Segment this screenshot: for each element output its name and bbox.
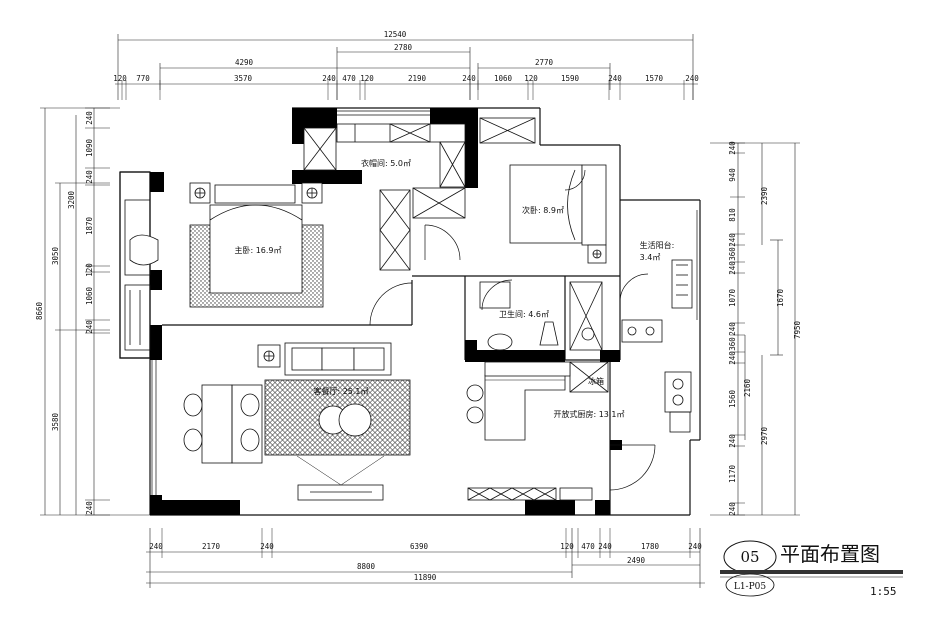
dim-left-span-a: 3200 [67, 190, 76, 209]
title-block: 05 平面布置图 L1-P05 1:55 [720, 540, 903, 598]
right-dimensions [710, 142, 800, 516]
label-kitchen: 开放式厨房: 13.1㎡ [553, 409, 624, 419]
dim-right-seg-3: 810 [728, 208, 737, 222]
label-balcony-area: 3.4㎡ [640, 253, 661, 262]
right-dimension-labels: 7950 1670 2390 2970 2160 240 940 810 240… [728, 141, 802, 516]
drawing-code: L1-P05 [734, 582, 767, 592]
dim-left-mid-upper: 3050 [51, 246, 60, 265]
label-master-bedroom: 主卧: 16.9㎡ [234, 245, 281, 255]
doors [369, 169, 656, 491]
dim-right-span-d: 2970 [760, 426, 769, 445]
left-dimensions [40, 107, 150, 516]
dim-bottom-seg-8: 1780 [641, 542, 660, 551]
dim-top-seg-2: 770 [136, 74, 150, 83]
dim-right-seg-11: 1560 [728, 389, 737, 408]
label-fridge: 冰箱 [588, 376, 604, 386]
left-dimension-labels: 8660 3050 3580 3200 240 1090 240 1870 12… [35, 111, 94, 515]
dim-bottom-seg-5: 120 [560, 542, 574, 551]
windows [151, 110, 698, 495]
label-bathroom: 卫生间: 4.6㎡ [499, 309, 549, 319]
dim-right-seg-8: 240 [728, 322, 737, 336]
dim-top-seg-14: 240 [685, 74, 699, 83]
dim-right-span-b: 1670 [776, 288, 785, 307]
dim-bottom-mid-right: 2490 [627, 556, 646, 565]
master-bed [209, 204, 303, 294]
dim-right-span-a: 2390 [760, 186, 769, 205]
dim-top-mid-center: 2780 [394, 43, 413, 52]
dim-top-seg-11: 1590 [561, 74, 580, 83]
dim-top-mid-right: 2770 [535, 58, 554, 67]
dim-bottom-seg-4: 6390 [410, 542, 429, 551]
dim-left-seg-8: 240 [85, 501, 94, 515]
dim-right-seg-2: 940 [728, 168, 737, 182]
title-number: 05 [740, 548, 759, 566]
dim-right-seg-5: 360 [728, 247, 737, 261]
dim-left-seg-6: 1060 [85, 286, 94, 305]
dim-bottom-seg-3: 240 [260, 542, 274, 551]
top-dimension-labels: 12540 4290 2780 2770 120 770 3570 240 47… [113, 30, 699, 83]
dim-top-seg-12: 240 [608, 74, 622, 83]
dim-bottom-total: 11890 [414, 573, 437, 582]
dim-right-seg-1: 240 [728, 141, 737, 155]
dim-bottom-seg-9: 240 [688, 542, 702, 551]
label-second-bedroom: 次卧: 8.9㎡ [522, 205, 564, 215]
dim-right-seg-12: 240 [728, 434, 737, 448]
dim-left-seg-2: 1090 [85, 138, 94, 157]
dim-left-seg-4: 1870 [85, 216, 94, 235]
dim-top-seg-7: 2190 [408, 74, 427, 83]
dim-bottom-seg-1: 240 [149, 542, 163, 551]
dim-bottom-seg-6: 470 [581, 542, 595, 551]
furniture [124, 117, 693, 501]
dim-bottom-mid-left: 8800 [357, 562, 376, 571]
dim-top-seg-5: 470 [342, 74, 356, 83]
dim-right-seg-4: 240 [728, 233, 737, 247]
dim-top-seg-8: 240 [462, 74, 476, 83]
dim-left-seg-5: 120 [85, 263, 94, 277]
dim-top-seg-9: 1060 [494, 74, 513, 83]
dim-left-seg-7: 240 [85, 320, 94, 334]
dim-top-seg-13: 1570 [645, 74, 664, 83]
drawing-scale: 1:55 [870, 585, 897, 598]
dim-right-seg-6: 240 [728, 261, 737, 275]
drawing-title: 平面布置图 [780, 542, 880, 566]
top-dimensions [115, 34, 698, 100]
title-code-oval [725, 573, 775, 597]
dim-top-seg-4: 240 [322, 74, 336, 83]
dim-left-mid-lower: 3580 [51, 412, 60, 431]
bottom-dimensions [146, 528, 705, 588]
title-underline-thick [720, 570, 903, 574]
dim-right-seg-13: 1170 [728, 464, 737, 483]
dim-left-seg-3: 240 [85, 170, 94, 184]
dim-top-total: 12540 [384, 30, 407, 39]
dim-bottom-seg-2: 2170 [202, 542, 221, 551]
dim-top-seg-1: 120 [113, 74, 127, 83]
dim-left-total: 8660 [35, 301, 44, 320]
bottom-dimension-labels: 240 2170 240 6390 120 470 240 1780 240 8… [149, 542, 702, 582]
dim-right-seg-10: 240 [728, 351, 737, 365]
dim-right-span-c: 2160 [743, 378, 752, 397]
room-labels: 主卧: 16.9㎡ 衣帽间: 5.0㎡ 次卧: 8.9㎡ 生活阳台: 3.4㎡ … [234, 158, 674, 419]
label-walkin-closet: 衣帽间: 5.0㎡ [361, 158, 411, 168]
dim-bottom-seg-7: 240 [598, 542, 612, 551]
dim-top-seg-6: 120 [360, 74, 374, 83]
dim-right-seg-7: 1070 [728, 288, 737, 307]
dim-top-seg-3: 3570 [234, 74, 253, 83]
dim-right-seg-14: 240 [728, 502, 737, 516]
dim-left-seg-1: 240 [85, 111, 94, 125]
dim-right-total: 7950 [793, 320, 802, 339]
label-living-dining: 客餐厅: 25.1㎡ [313, 386, 368, 396]
label-balcony: 生活阳台: [640, 240, 675, 250]
second-bed [509, 164, 583, 244]
dim-top-mid-left: 4290 [235, 58, 254, 67]
master-bed-pillow [209, 204, 303, 221]
dim-top-seg-10: 120 [524, 74, 538, 83]
dim-right-seg-9: 360 [728, 337, 737, 351]
